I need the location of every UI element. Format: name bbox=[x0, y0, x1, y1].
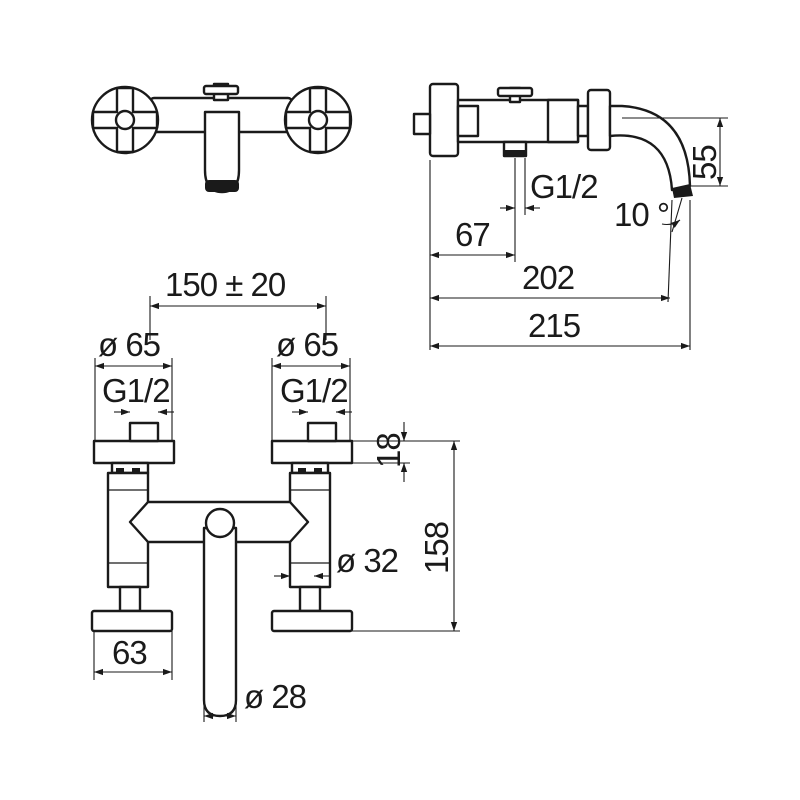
label-dia-left: ø 65 bbox=[98, 326, 160, 363]
side-view-dimensions bbox=[429, 117, 728, 350]
label-18: 18 bbox=[370, 433, 407, 468]
left-cross-handle bbox=[90, 85, 160, 155]
label-pipe-left: G1/2 bbox=[102, 372, 170, 409]
label-dia-32: ø 32 bbox=[336, 542, 398, 579]
label-63: 63 bbox=[112, 634, 147, 671]
label-67: 67 bbox=[455, 216, 490, 253]
label-dia-right: ø 65 bbox=[276, 326, 338, 363]
label-55: 55 bbox=[686, 145, 723, 180]
front-view bbox=[90, 82, 353, 194]
plan-view bbox=[90, 421, 354, 718]
plan-view-dimensions bbox=[93, 296, 460, 722]
right-cross-handle bbox=[283, 85, 353, 155]
label-215: 215 bbox=[528, 307, 580, 344]
label-158: 158 bbox=[418, 522, 455, 574]
label-spacing: 150 ± 20 bbox=[165, 266, 286, 303]
label-pipe-side: G1/2 bbox=[530, 168, 598, 205]
side-view bbox=[412, 82, 693, 198]
label-dia-28: ø 28 bbox=[244, 678, 306, 715]
dimension-labels: G1/2 67 202 215 10 ° 55 150 ± 20 ø 65 ø … bbox=[98, 145, 723, 715]
label-202: 202 bbox=[522, 259, 574, 296]
label-angle: 10 ° bbox=[614, 196, 669, 233]
label-pipe-right: G1/2 bbox=[280, 372, 348, 409]
